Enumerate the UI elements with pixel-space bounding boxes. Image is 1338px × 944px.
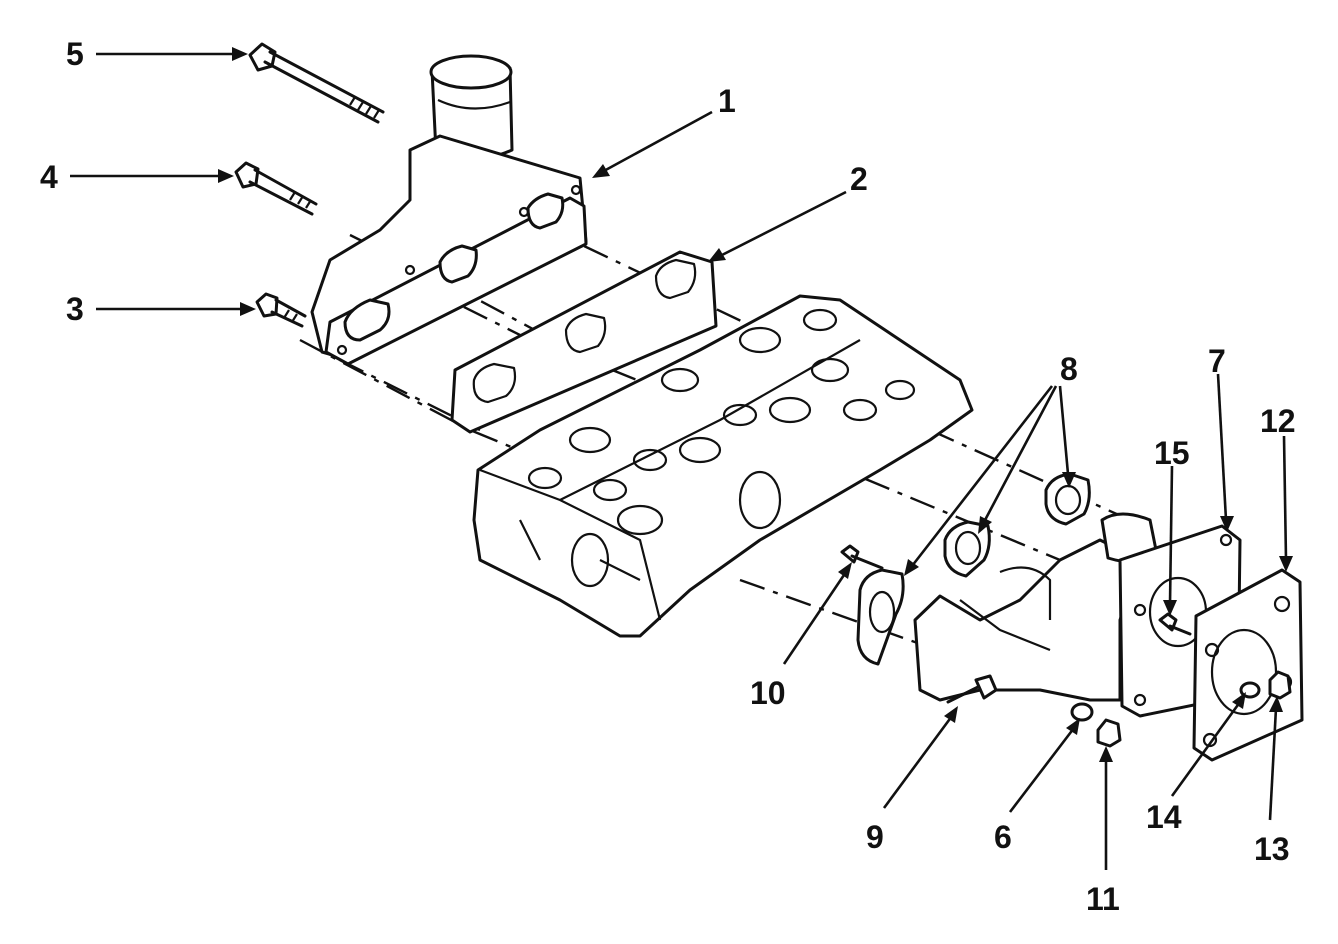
cylinder-head-ports	[527, 308, 916, 588]
part-6-washer	[1070, 702, 1094, 722]
part-4-medium-bolt	[234, 161, 318, 216]
leader-lines	[70, 47, 1293, 870]
callout-15: 15	[1154, 435, 1190, 471]
part-13-nut	[1268, 670, 1292, 700]
callout-6: 6	[994, 819, 1012, 855]
callout-labels: 1 2 3 4 5 6 7 8 9 10 11 12 13 14 15	[40, 36, 1296, 917]
part-15-stud	[1158, 612, 1192, 636]
callout-14: 14	[1146, 799, 1182, 835]
part-1-manifold	[310, 54, 588, 366]
part-9-bolt	[946, 674, 998, 704]
callout-9: 9	[866, 819, 884, 855]
part-3-stud	[255, 292, 307, 328]
part-10-stud	[840, 544, 884, 570]
callout-7: 7	[1208, 343, 1226, 379]
callout-5: 5	[66, 36, 84, 72]
cylinder-head	[472, 294, 974, 638]
callout-8: 8	[1060, 351, 1078, 387]
callout-11: 11	[1086, 881, 1120, 917]
callout-4: 4	[40, 159, 58, 195]
callout-12: 12	[1260, 403, 1296, 439]
callout-10: 10	[750, 675, 786, 711]
part-8-gaskets	[856, 472, 1091, 666]
callout-2: 2	[850, 161, 868, 197]
part-5-long-bolt	[248, 42, 385, 124]
callout-1: 1	[718, 83, 736, 119]
callout-3: 3	[66, 291, 84, 327]
part-11-nut	[1096, 718, 1122, 748]
part-2-gasket	[450, 250, 718, 434]
callout-13: 13	[1254, 831, 1290, 867]
